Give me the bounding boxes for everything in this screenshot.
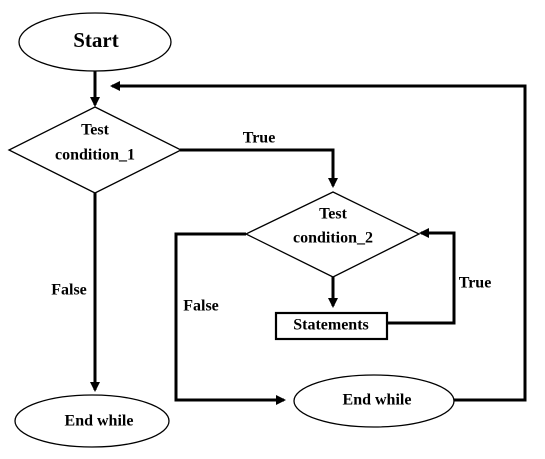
end-while-inner-terminal xyxy=(293,374,455,428)
condition-1-true-arrow xyxy=(180,148,338,188)
start-terminal xyxy=(18,12,172,72)
condition-2-label-line2: condition_2 xyxy=(293,230,373,247)
condition-1-decision xyxy=(7,106,183,194)
end-while-outer-terminal xyxy=(14,394,170,448)
true-label-2: True xyxy=(459,275,492,292)
end-while-loop-back-arrow xyxy=(110,81,527,402)
condition-1-label-line2: condition_1 xyxy=(55,147,135,164)
condition-2-decision xyxy=(244,191,421,278)
end-while-inner-label: End while xyxy=(343,392,412,409)
true-label-1: True xyxy=(243,130,276,147)
start-label: Start xyxy=(73,28,119,52)
statements-process xyxy=(274,311,389,341)
condition-2-label-line1: Test xyxy=(319,206,348,223)
false-label-2: False xyxy=(183,298,219,315)
condition-1-label-line1: Test xyxy=(81,122,110,139)
end-while-outer-label: End while xyxy=(65,413,134,430)
condition-2-false-arrow xyxy=(174,232,286,405)
statements-label: Statements xyxy=(293,317,369,334)
false-label-1: False xyxy=(51,282,87,299)
statements-loop-back-arrow xyxy=(387,228,456,325)
